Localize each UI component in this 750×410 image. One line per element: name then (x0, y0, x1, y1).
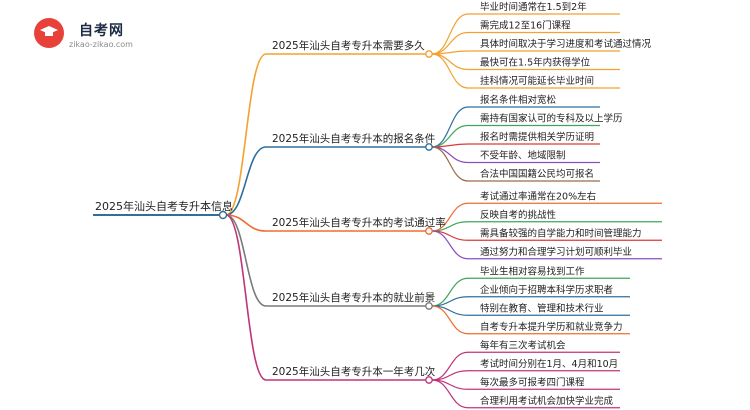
leaf-label: 考试通过率通常在20%左右 (480, 190, 596, 202)
leaf-label: 报名时需提供相关学历证明 (480, 131, 594, 143)
branch-to-leaf-connector (431, 53, 469, 89)
leaf-label: 毕业生相对容易找到工作 (480, 265, 585, 277)
leaf-label: 每年有三次考试机会 (480, 339, 566, 351)
leaf-label: 特别在教育、管理和技术行业 (480, 302, 604, 314)
leaf-label: 反映自考的挑战性 (480, 209, 557, 221)
branch-node-dot[interactable] (425, 302, 433, 310)
root-to-branch-connector (225, 146, 267, 216)
branch-to-leaf-connector (431, 106, 469, 148)
logo-title: 自考网 (79, 23, 124, 39)
branch-to-leaf-connector (431, 146, 469, 164)
branch-to-leaf-connector (431, 379, 469, 409)
branch-to-leaf-connector (431, 305, 469, 335)
leaf-label: 报名条件相对宽松 (480, 94, 557, 106)
leaf-label: 每次最多可报考四门课程 (480, 376, 585, 388)
branch-label: 2025年汕头自考专升本需要多久 (272, 39, 425, 52)
root-to-branch-connector (225, 214, 267, 232)
branch-to-leaf-connector (431, 53, 469, 71)
branch-node-dot[interactable] (425, 50, 433, 58)
connector-lines (93, 13, 662, 409)
leaf-label: 毕业时间通常在1.5到2年 (480, 1, 587, 13)
branch-to-leaf-connector (431, 13, 469, 55)
leaf-label: 具体时间取决于学习进度和考试通过情况 (480, 38, 652, 50)
branch-to-leaf-connector (431, 146, 469, 182)
logo-subtitle: zikao-zikao.com (69, 40, 133, 49)
root-to-branch-connector (225, 53, 267, 216)
root-to-branch-connector (225, 214, 267, 307)
branch-label: 2025年汕头自考专升本的就业前景 (272, 291, 435, 304)
leaf-label: 考试时间分别在1月、4月和10月 (480, 358, 618, 370)
leaf-label: 合理利用考试机会加快学业完成 (480, 395, 614, 407)
site-logo[interactable]: 自考网 zikao-zikao.com (34, 18, 144, 52)
logo-cap-shape (40, 26, 58, 36)
leaf-label: 不受年龄、地域限制 (480, 150, 566, 162)
branch-to-leaf-connector (431, 230, 469, 260)
leaf-label: 需完成12至16门课程 (480, 20, 571, 32)
graduation-cap-icon (34, 18, 64, 48)
branch-label: 2025年汕头自考专升本一年考几次 (272, 365, 436, 378)
leaf-label: 合法中国国籍公民均可报名 (480, 168, 594, 180)
root-to-branch-connector (225, 214, 267, 381)
leaf-label: 挂科情况可能延长毕业时间 (480, 75, 594, 87)
branch-node-dot[interactable] (425, 143, 433, 151)
leaf-label: 需持有国家认可的专科及以上学历 (480, 113, 623, 125)
leaf-label: 需具备较强的自学能力和时间管理能力 (480, 227, 642, 239)
root-label: 2025年汕头自考专升本信息 (95, 199, 233, 213)
branch-node-dot[interactable] (425, 227, 433, 235)
leaf-label: 自考专升本提升学历和就业竞争力 (480, 321, 623, 333)
leaf-label: 最快可在1.5年内获得学位 (480, 57, 591, 69)
branch-label: 2025年汕头自考专升本的考试通过率 (272, 216, 446, 229)
branch-node-dot[interactable] (425, 376, 433, 384)
leaf-label: 通过努力和合理学习计划可顺利毕业 (480, 246, 632, 258)
root-node-dot[interactable] (218, 210, 228, 220)
branch-label: 2025年汕头自考专升本的报名条件 (272, 132, 435, 145)
leaf-label: 企业倾向于招聘本科学历求职者 (480, 284, 613, 296)
mind-map-nodes: 2025年汕头自考专升本信息 2025年汕头自考专升本需要多久 毕业时间通常在1.5… (95, 1, 652, 407)
